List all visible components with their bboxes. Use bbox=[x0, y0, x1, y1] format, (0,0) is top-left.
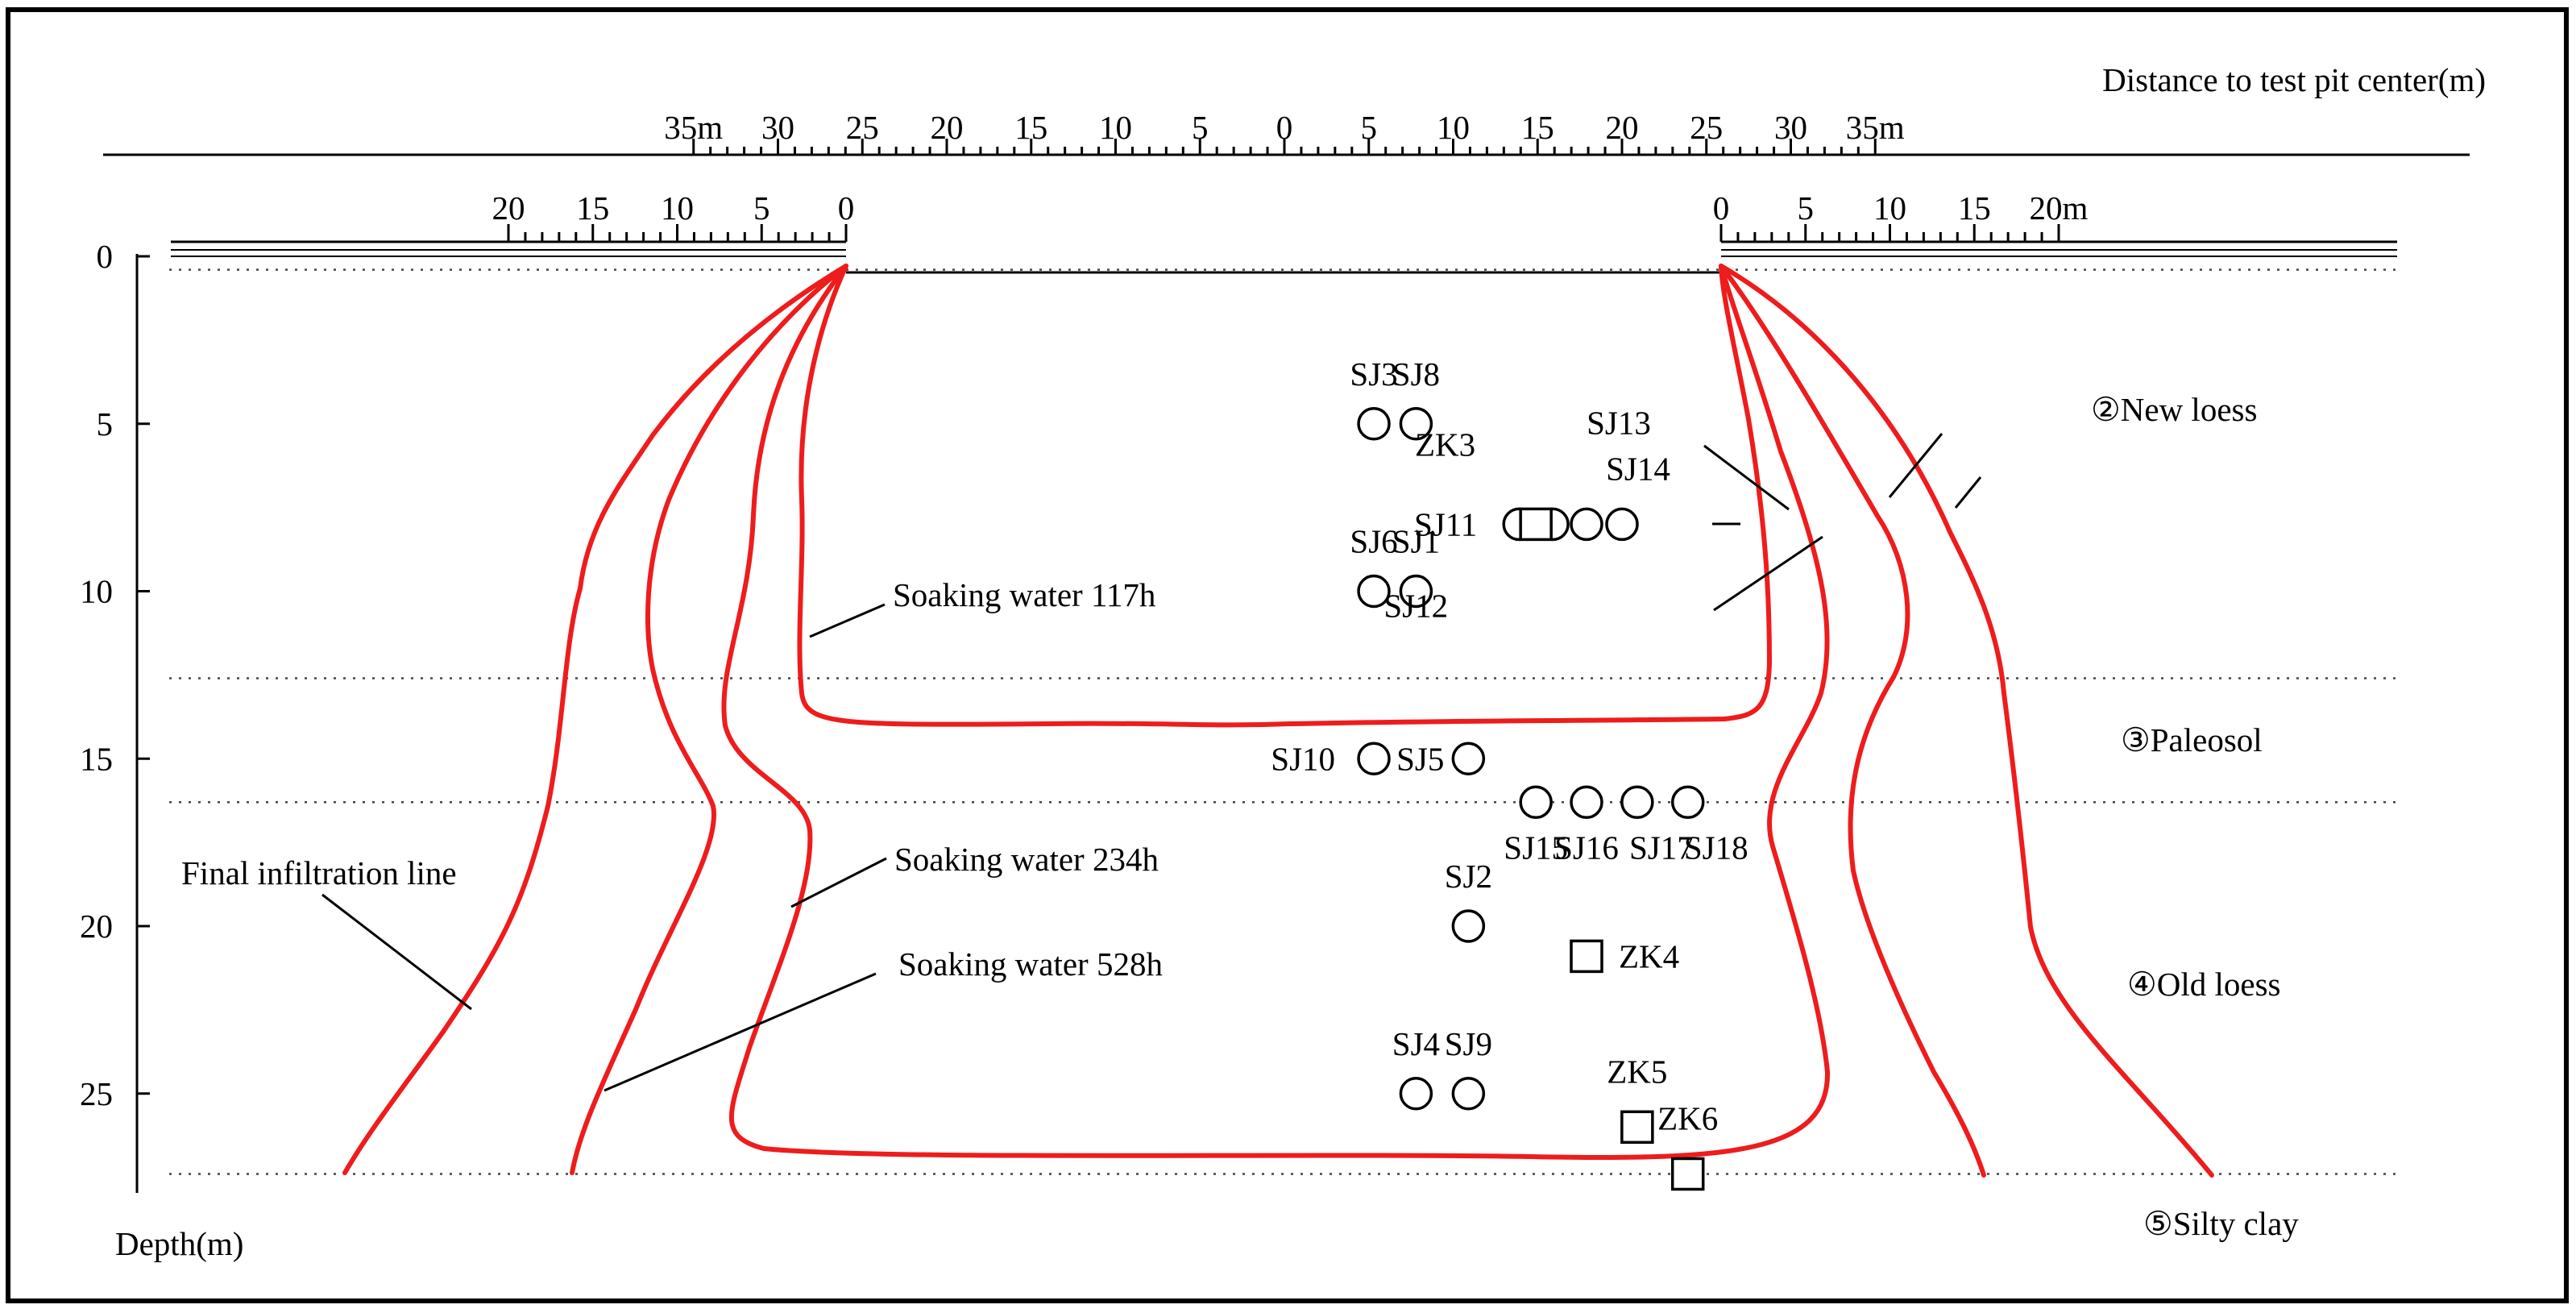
borehole-zk6 bbox=[1670, 1157, 1705, 1191]
depth-axis-label: Depth(m) bbox=[115, 1225, 243, 1262]
top-axis-tick-label: 30 bbox=[761, 109, 794, 146]
sensor-label: SJ2 bbox=[1445, 858, 1492, 895]
borehole-zk5 bbox=[1620, 1110, 1654, 1145]
sensor-label: SJ1 bbox=[1392, 523, 1440, 560]
label-soaking-234h: Soaking water 234h bbox=[894, 841, 1159, 878]
sensor-label: SJ3 bbox=[1350, 355, 1397, 393]
left-scale-tick-label: 20 bbox=[492, 189, 525, 226]
sensor-label: SJ12 bbox=[1383, 587, 1448, 624]
sensor-label: SJ13 bbox=[1587, 404, 1651, 441]
sensor-sj8 bbox=[1399, 407, 1433, 441]
sensor-sj6 bbox=[1357, 574, 1391, 609]
sensor-sj4 bbox=[1399, 1077, 1433, 1111]
sensor-label: SJ16 bbox=[1554, 829, 1619, 866]
leader-lines bbox=[321, 433, 1982, 1092]
infiltration-line-528h-right bbox=[1719, 264, 1986, 1178]
sensor-sj13 bbox=[1570, 507, 1603, 542]
top-axis-tick-label: 10 bbox=[1099, 109, 1132, 146]
depth-axis-tick-label: 10 bbox=[80, 573, 113, 610]
top-axis-tick-label: 20 bbox=[931, 109, 964, 146]
left-scale-tick-label: 5 bbox=[753, 189, 770, 226]
top-axis-tick-label: 25 bbox=[846, 109, 879, 146]
top-axis-tick-label: 5 bbox=[1192, 109, 1209, 146]
sensor-label: SJ5 bbox=[1396, 740, 1444, 777]
depth-axis-tick-label: 25 bbox=[80, 1075, 113, 1112]
right-scale-tick-label: 20m bbox=[2030, 189, 2089, 226]
sensor-label: SJ8 bbox=[1392, 355, 1440, 393]
right-scale-tick-label: 10 bbox=[1873, 189, 1906, 226]
sensor-sj3 bbox=[1357, 407, 1391, 441]
borehole-label: ZK5 bbox=[1607, 1053, 1667, 1090]
sensor-label: SJ10 bbox=[1271, 740, 1335, 777]
top-axis-tick-label: 25 bbox=[1690, 109, 1723, 146]
layer-label-paleosol: ③Paleosol bbox=[2121, 721, 2263, 758]
depth-axis: 0 5 10 15 20 25 Depth(m) bbox=[80, 238, 243, 1262]
top-axis-tick-label: 35m bbox=[1846, 109, 1905, 146]
sensor-sj2 bbox=[1451, 909, 1486, 943]
right-edge-scale: 0 5 10 15 20m bbox=[1713, 189, 2397, 257]
depth-axis-tick-label: 15 bbox=[80, 740, 113, 777]
top-axis-tick-label: 10 bbox=[1437, 109, 1470, 146]
sensor-label: SJ14 bbox=[1606, 450, 1670, 487]
depth-axis-tick-label: 20 bbox=[80, 908, 113, 945]
top-axis-tick-label: 5 bbox=[1361, 109, 1378, 146]
left-scale-tick-label: 0 bbox=[838, 189, 855, 226]
top-axis-tick-label: 30 bbox=[1774, 109, 1807, 146]
infiltration-line-528h bbox=[570, 264, 848, 1175]
left-scale-tick-label: 10 bbox=[661, 189, 694, 226]
infiltration-line-234h bbox=[721, 264, 1831, 1161]
borehole-label: ZK4 bbox=[1619, 937, 1679, 974]
sensor-sj14 bbox=[1605, 507, 1639, 542]
sensor-label: SJ6 bbox=[1350, 523, 1397, 560]
final-infiltration-line-left bbox=[342, 264, 848, 1175]
borehole-zk4 bbox=[1570, 939, 1603, 974]
top-axis-tick-label: 35m bbox=[664, 109, 723, 146]
borehole-label: ZK6 bbox=[1657, 1099, 1718, 1136]
sensor-sj15 bbox=[1519, 785, 1553, 820]
label-soaking-117h: Soaking water 117h bbox=[893, 576, 1155, 613]
sensor-sj9 bbox=[1451, 1077, 1486, 1111]
top-axis-label: Distance to test pit center(m) bbox=[2102, 61, 2486, 98]
figure-frame bbox=[6, 7, 2569, 1303]
sensor-sj17 bbox=[1620, 785, 1654, 820]
label-final-infiltration: Final infiltration line bbox=[181, 854, 457, 891]
top-axis-tick-label: 0 bbox=[1276, 109, 1293, 146]
layer-label-old-loess: ④Old loess bbox=[2127, 966, 2281, 1003]
right-scale-tick-label: 0 bbox=[1713, 189, 1730, 226]
right-scale-tick-label: 5 bbox=[1798, 189, 1815, 226]
sensor-sj5 bbox=[1451, 742, 1486, 775]
depth-axis-tick-label: 0 bbox=[97, 238, 114, 275]
right-scale-tick-label: 15 bbox=[1958, 189, 1991, 226]
top-distance-axis: 35m 30 25 20 15 10 5 0 5 10 15 20 25 30 35m Distance t… bbox=[103, 61, 2486, 156]
sensor-sj16 bbox=[1570, 785, 1603, 820]
sensor-sj1 bbox=[1399, 574, 1433, 609]
top-axis-tick-label: 20 bbox=[1606, 109, 1639, 146]
sensor-label: SJ11 bbox=[1414, 505, 1477, 542]
top-axis-tick-label: 15 bbox=[1521, 109, 1554, 146]
sensor-label: SJ17 bbox=[1629, 829, 1694, 866]
label-soaking-528h: Soaking water 528h bbox=[898, 945, 1163, 983]
left-scale-tick-label: 15 bbox=[576, 189, 609, 226]
borehole-zk3 bbox=[1519, 507, 1553, 542]
sensor-label: SJ9 bbox=[1445, 1025, 1492, 1062]
sensor-label: SJ15 bbox=[1504, 829, 1568, 866]
final-infiltration-line-right bbox=[1719, 264, 2214, 1178]
layer-label-silty-clay: ⑤Silty clay bbox=[2143, 1205, 2299, 1242]
sensor-sj10 bbox=[1357, 742, 1391, 775]
diagram-labels: Soaking water 117h Soaking water 234h So… bbox=[181, 391, 2299, 1242]
left-edge-scale: 20 15 10 5 0 bbox=[171, 189, 855, 257]
sensor-label: SJ18 bbox=[1684, 829, 1748, 866]
infiltration-lines bbox=[342, 264, 2214, 1178]
soil-layer-boundaries bbox=[169, 268, 2397, 1175]
infiltration-line-117h bbox=[797, 264, 1772, 728]
sensor-sj18 bbox=[1670, 785, 1705, 820]
layer-label-new-loess: ②New loess bbox=[2091, 391, 2257, 428]
depth-axis-tick-label: 5 bbox=[97, 405, 114, 443]
top-axis-tick-label: 15 bbox=[1014, 109, 1047, 146]
borehole-label: ZK3 bbox=[1415, 426, 1475, 463]
sensor-label: SJ4 bbox=[1392, 1025, 1440, 1062]
